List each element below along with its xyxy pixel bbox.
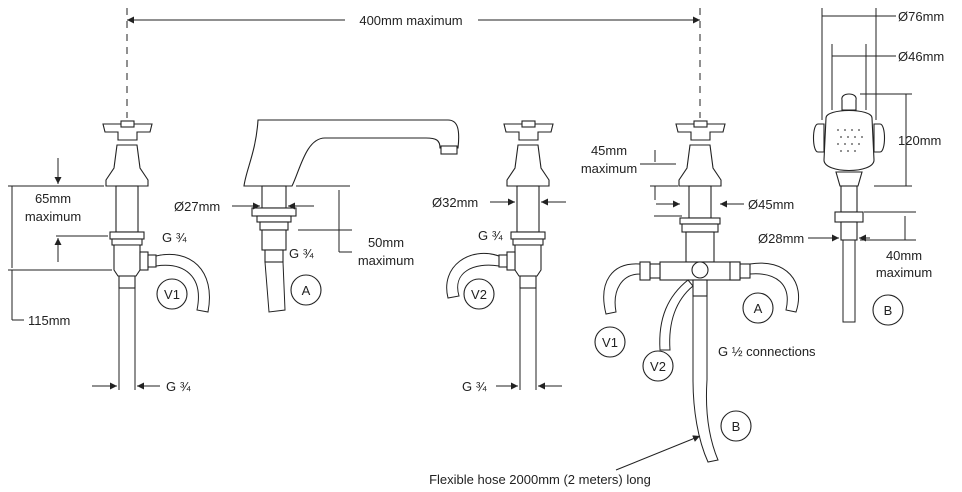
badge-b-handset [872, 294, 904, 326]
right-valve-diameter-label: Ø32mm [432, 195, 478, 210]
badge-v1-left [156, 278, 188, 310]
handset-connector-dimension: Ø28mm [758, 231, 870, 246]
deck-thickness-dimension: 65mm maximum [8, 158, 108, 262]
badge-a-diverter-text: A [754, 301, 763, 316]
spout-clearance-note: maximum [358, 253, 414, 268]
spout-diameter-dimension: Ø27mm [174, 199, 314, 214]
right-valve-outlet-thread: G ¾ [478, 228, 503, 243]
right-valve-v2 [446, 120, 554, 390]
right-tail-thread-label: G ¾ [462, 379, 487, 394]
right-tail-thread-dimension: G ¾ [462, 379, 562, 394]
hose-leader-line [615, 435, 701, 471]
left-valve-outlet-thread: G ¾ [162, 230, 187, 245]
badge-b-handset-text: B [884, 303, 893, 318]
overall-width-dimension: 400mm maximum [126, 8, 701, 118]
spout-clearance-value: 50mm [368, 235, 404, 250]
spray-face [837, 129, 863, 152]
badge-a-diverter [742, 292, 774, 324]
diverter-height-value: 45mm [591, 143, 627, 158]
shower-height-dimension: 120mm [860, 93, 941, 187]
badge-b-diverter-text: B [732, 419, 741, 434]
tail-length-label: 115mm [28, 313, 70, 328]
shower-outer-diameter-label: Ø76mm [898, 9, 944, 24]
badge-v2 [463, 278, 495, 310]
diverter-height-dimension: 45mm maximum [581, 143, 678, 200]
badge-v2-diverter [642, 350, 674, 382]
badge-v1-diverter-text: V1 [602, 335, 618, 350]
overall-width-label: 400mm maximum [359, 13, 462, 28]
left-tail-thread-dimension: G ¾ [92, 379, 191, 394]
badge-v1-left-text: V1 [164, 287, 180, 302]
spout-a [243, 119, 460, 313]
shower-height-label: 120mm [898, 133, 941, 148]
deck-thickness-note: maximum [25, 209, 81, 224]
diverter-diameter-dimension: Ø45mm [654, 197, 794, 217]
flexible-hose-label: Flexible hose 2000mm (2 meters) long [429, 472, 651, 487]
diverter-height-note: maximum [581, 161, 637, 176]
badge-b-diverter [720, 410, 752, 442]
badge-v2-diverter-text: V2 [650, 359, 666, 374]
connections-label: G ½ connections [718, 344, 816, 359]
left-valve-v1 [102, 120, 210, 390]
tail-length-dimension: 115mm [8, 186, 112, 328]
diverter-diameter-label: Ø45mm [748, 197, 794, 212]
handset-clearance-dimension: 40mm maximum [860, 211, 932, 280]
diverter-valve [603, 120, 800, 463]
right-valve-diameter-dimension: Ø32mm [432, 195, 566, 210]
spout-clearance-dimension: 50mm maximum [296, 185, 414, 268]
spout-diameter-label: Ø27mm [174, 199, 220, 214]
badge-v1-diverter [594, 326, 626, 358]
handset-clearance-value: 40mm [886, 248, 922, 263]
badge-a-spout-text: A [302, 283, 311, 298]
spout-thread-label: G ¾ [289, 246, 314, 261]
shower-handset [812, 93, 886, 323]
deck-thickness-value: 65mm [35, 191, 71, 206]
handset-clearance-note: maximum [876, 265, 932, 280]
handset-connector-label: Ø28mm [758, 231, 804, 246]
shower-inner-diameter-dimension: Ø46mm [831, 44, 944, 110]
badge-v2-text: V2 [471, 287, 487, 302]
badge-a-spout [290, 274, 322, 306]
left-tail-thread-label: G ¾ [166, 379, 191, 394]
shower-inner-diameter-label: Ø46mm [898, 49, 944, 64]
shower-outer-diameter-dimension: Ø76mm [821, 8, 944, 120]
